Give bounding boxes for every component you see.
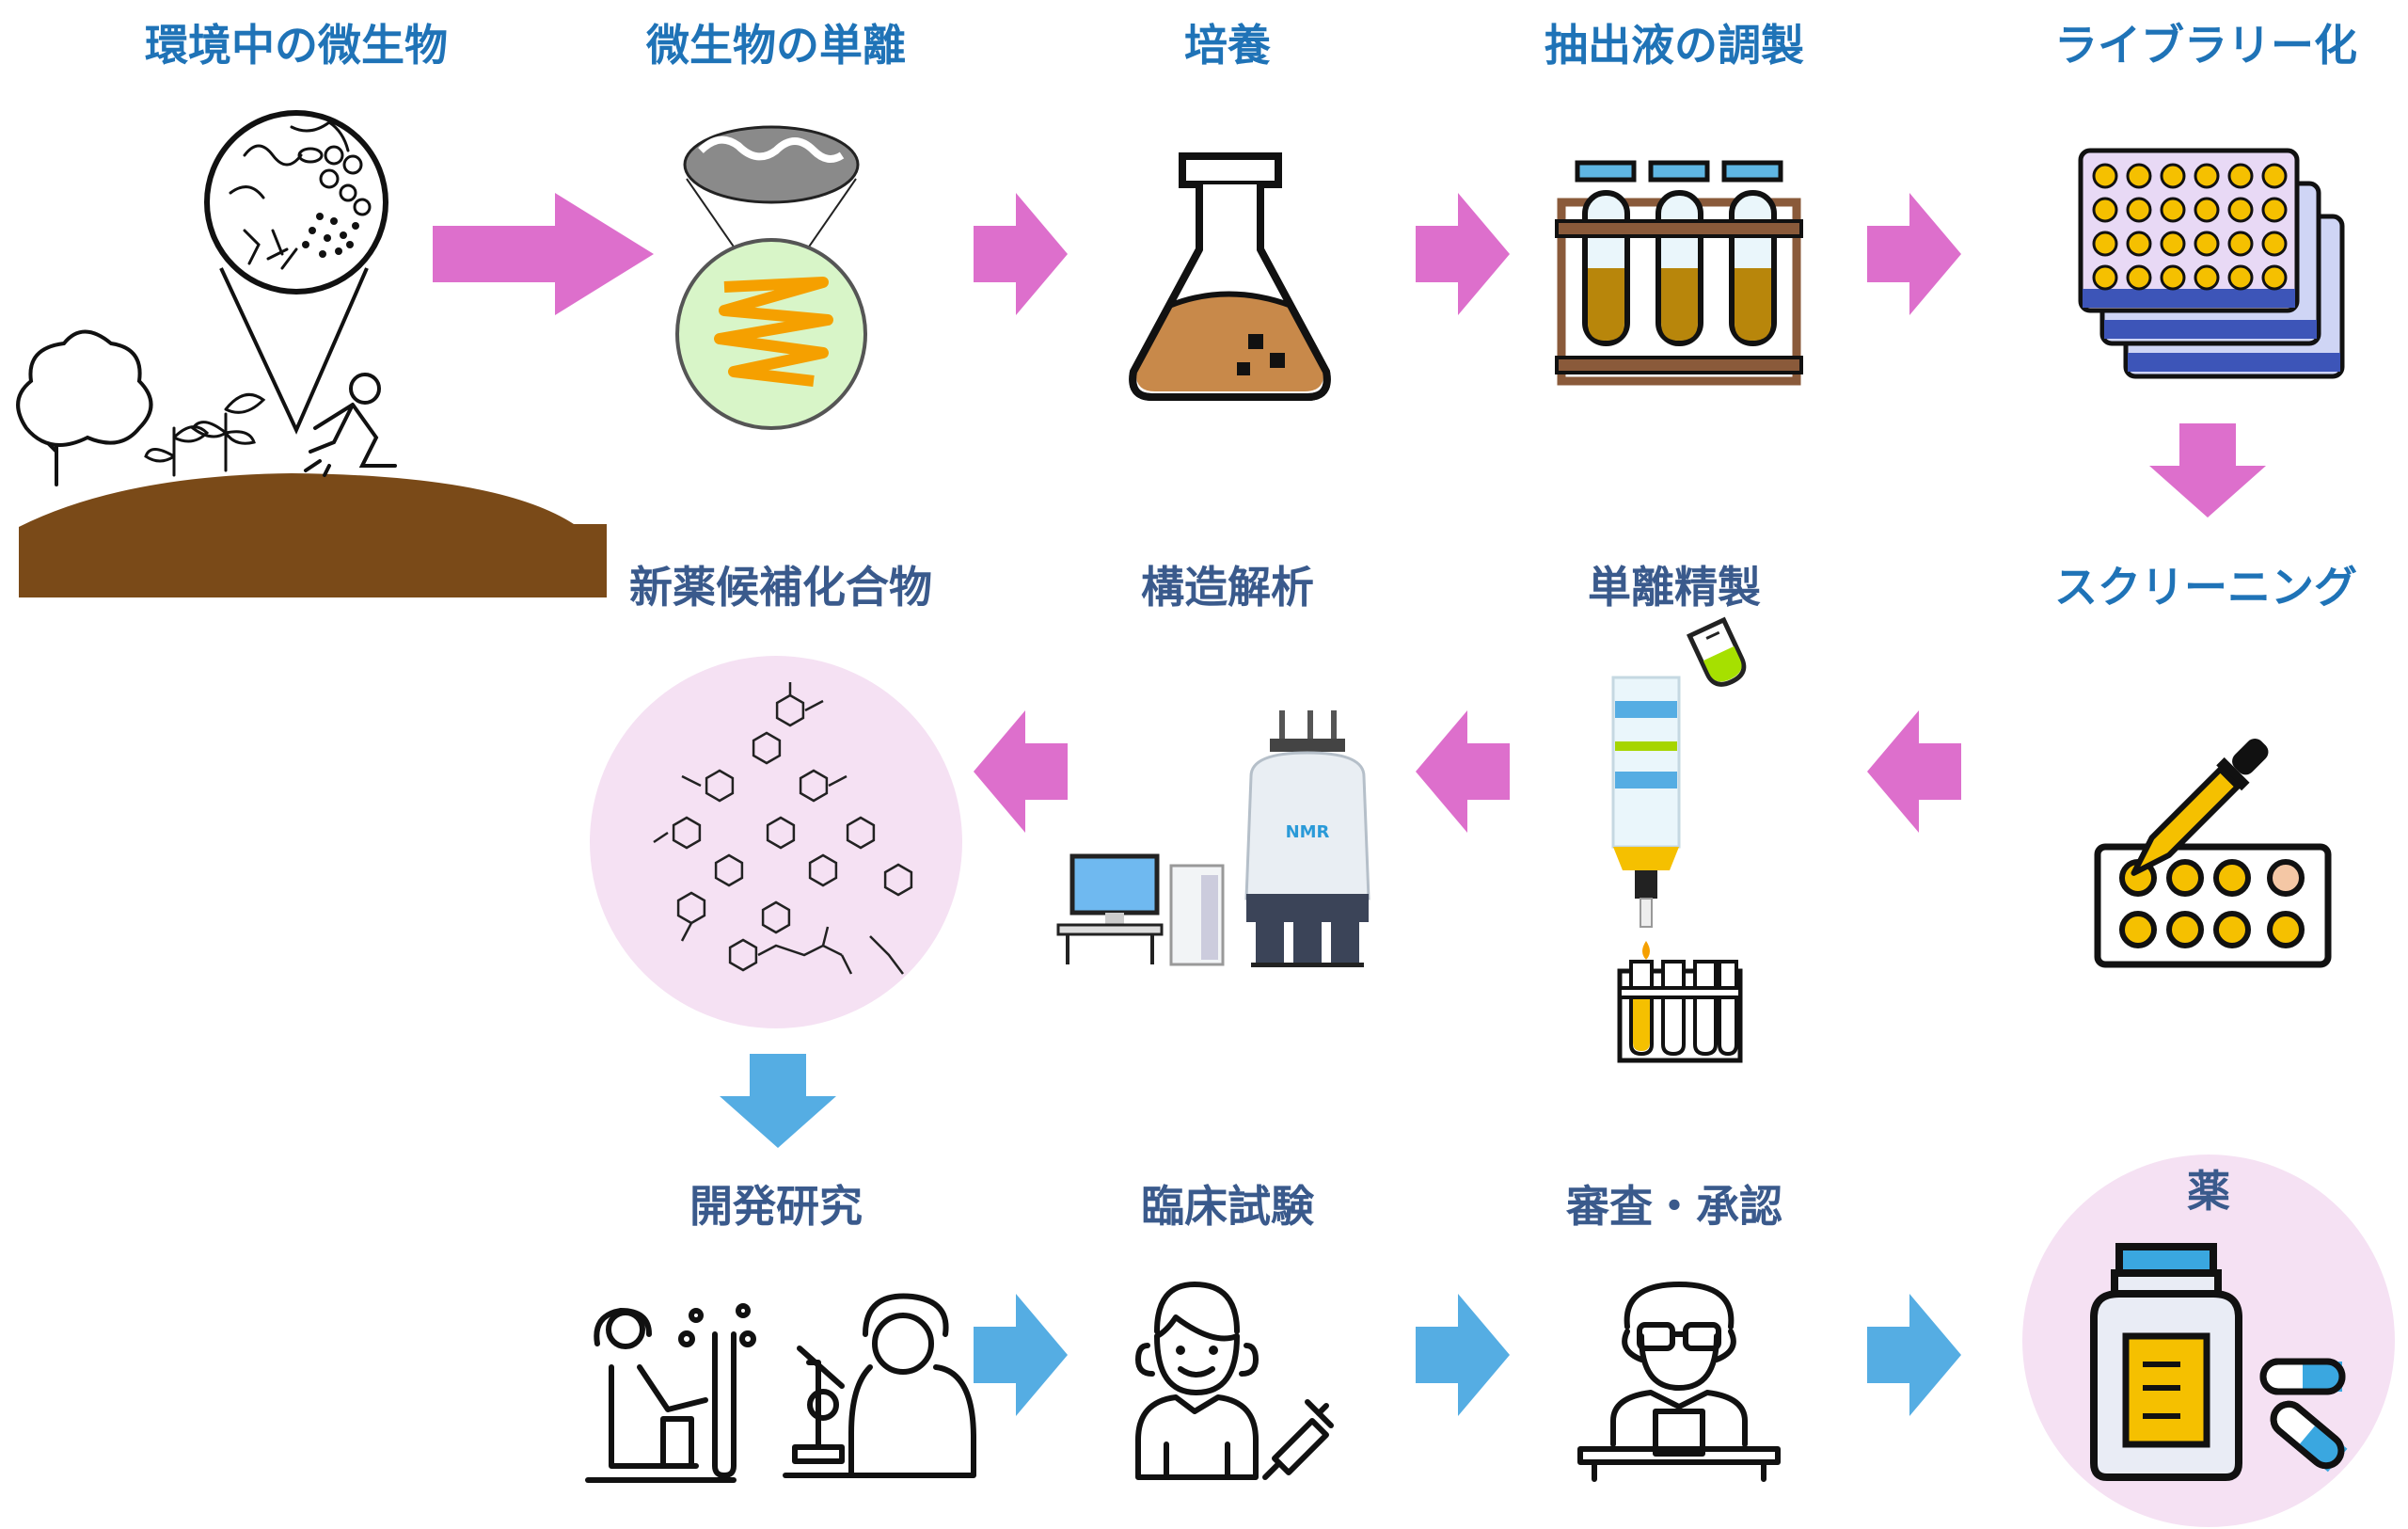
- arrow-right-blue-2: [1416, 1294, 1510, 1416]
- molecule-structure-icon: [590, 656, 962, 1028]
- arrow-down-2: [720, 1054, 836, 1148]
- label-microbe-isolation: 微生物の単離: [646, 20, 906, 71]
- label-environment-microbes: 環境中の微生物: [145, 20, 448, 71]
- arrow-left-3: [974, 710, 1068, 833]
- reviewer-icon: [1577, 1282, 1781, 1482]
- arrow-right-4: [1867, 193, 1961, 315]
- label-development-research: 開発研究: [689, 1181, 863, 1232]
- label-library: ライブラリー化: [2054, 20, 2357, 71]
- nmr-spectrometer-icon: NMR: [1056, 710, 1370, 967]
- label-medicine: 薬: [2187, 1166, 2230, 1217]
- medicine-bottle-icon: [2022, 1155, 2395, 1527]
- label-culture: 培養: [1184, 20, 1271, 71]
- pipette-plate-icon: [2094, 738, 2332, 968]
- test-tube-rack-icon: [1555, 160, 1803, 386]
- arrow-left-1: [1867, 710, 1961, 833]
- petri-dish-icon: [675, 125, 867, 430]
- arrow-right-2: [974, 193, 1068, 315]
- label-screening: スクリーニング: [2054, 562, 2357, 613]
- patient-syringe-icon: [1135, 1282, 1334, 1480]
- label-clinical-trial: 臨床試験: [1141, 1181, 1314, 1232]
- label-drug-candidate: 新薬候補化合物: [629, 562, 932, 613]
- chromatography-column-icon: [1611, 616, 1747, 1063]
- label-review-approval: 審査・承認: [1566, 1181, 1782, 1232]
- nmr-text: NMR: [1286, 822, 1330, 842]
- arrow-right-1: [433, 193, 654, 315]
- arrow-right-3: [1416, 193, 1510, 315]
- microplate-stack-icon: [2078, 148, 2345, 379]
- arrow-right-blue-1: [974, 1294, 1068, 1416]
- label-purification: 単離精製: [1588, 562, 1761, 613]
- erlenmeyer-flask-icon: [1129, 152, 1331, 401]
- arrow-down-1: [2149, 423, 2266, 518]
- arrow-left-2: [1416, 710, 1510, 833]
- soil-microbe-icon: [16, 110, 607, 597]
- label-extract-preparation: 抽出液の調製: [1545, 20, 1804, 71]
- arrow-right-blue-3: [1867, 1294, 1961, 1416]
- researchers-icon: [585, 1293, 976, 1483]
- label-structure-analysis: 構造解析: [1141, 562, 1314, 613]
